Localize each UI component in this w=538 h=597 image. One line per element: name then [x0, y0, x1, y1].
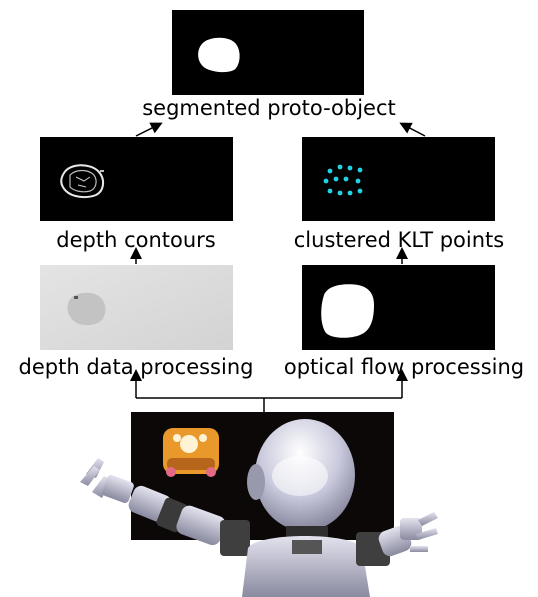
- segmented-proto-object-panel: [172, 10, 364, 95]
- klt-points-image: [323, 164, 363, 196]
- depth-data-panel: [40, 265, 233, 350]
- arrow-contours-to-segmented: [135, 122, 163, 137]
- robot-right-arm: [356, 512, 438, 566]
- clustered-klt-points-panel: [302, 137, 495, 221]
- optical-flow-panel: [302, 265, 495, 350]
- depth-contours-panel: [40, 137, 233, 221]
- robot-torso: [242, 526, 370, 597]
- depth-data-image: [40, 265, 233, 350]
- robot-left-arm: [80, 458, 250, 556]
- arrow-klt-to-segmented: [399, 122, 426, 137]
- segmented-mask-image: [198, 37, 240, 73]
- depth-contours-image: [60, 164, 104, 199]
- connector-robot-to-processing: [136, 397, 402, 412]
- optical-flow-image: [321, 284, 374, 338]
- robot-head: [247, 419, 355, 531]
- segmented-proto-object-label: segmented proto-object: [142, 96, 396, 120]
